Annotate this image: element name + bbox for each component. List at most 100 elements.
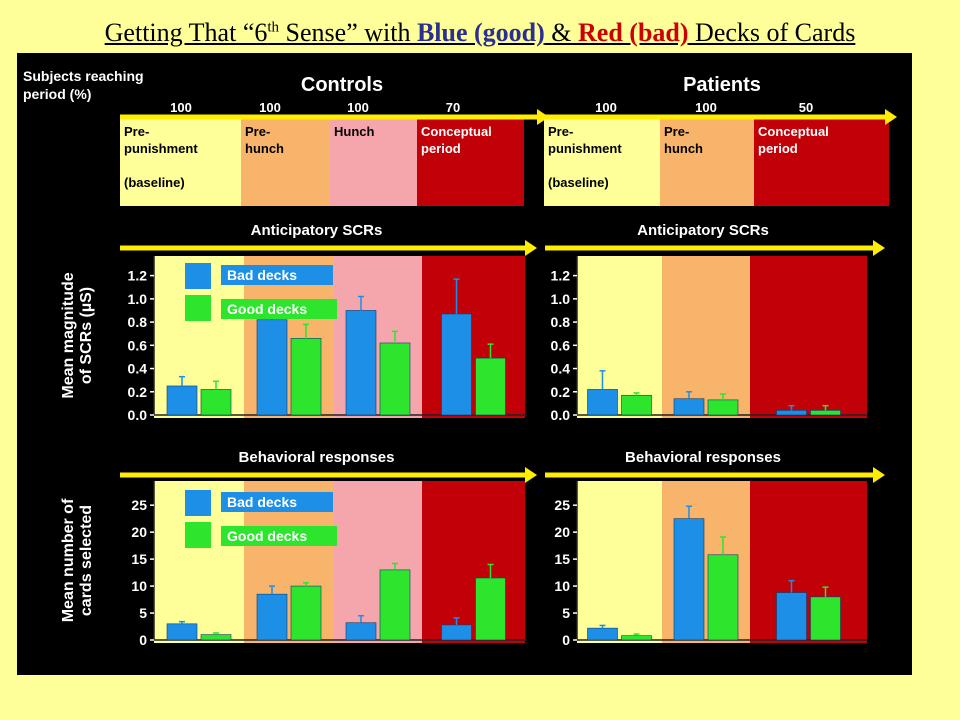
patients-percent-2: 50 <box>799 100 813 115</box>
patients-heading: Patients <box>683 74 761 96</box>
controls-behavior-legend-bad-label: Bad decks <box>227 494 297 510</box>
row-label-line1: Subjects reaching <box>23 68 144 84</box>
patients-percent-0: 100 <box>595 100 617 115</box>
patients-behavior-bar-good-0 <box>621 635 652 641</box>
controls-behavior-title: Behavioral responses <box>239 449 395 466</box>
controls-scr-tick-label-1: 0.2 <box>128 384 148 400</box>
controls-scr-legend-bad-swatch <box>185 263 211 289</box>
patients-scr-bar-good-0 <box>621 394 652 416</box>
patients-period-label-0-3: (baseline) <box>548 175 609 190</box>
patients-behavior-bar-bad-0 <box>587 627 618 641</box>
controls-behavior-legend-bad-swatch <box>185 490 211 516</box>
controls-scr-bar-good-0 <box>200 389 232 416</box>
patients-period-label-1-0: Pre- <box>664 124 689 139</box>
patients-scr-bar-good-2 <box>810 410 841 416</box>
patients-behavior-bar-bad-1 <box>673 518 705 641</box>
patients-scr-tick-label-5: 1.0 <box>551 291 571 307</box>
controls-behavior-bar-good-3 <box>475 577 506 641</box>
controls-scr-bar-bad-0 <box>166 385 198 416</box>
patients-behavior-tick-label-5: 25 <box>554 497 570 513</box>
controls-percent-2: 100 <box>347 100 369 115</box>
patients-behavior-band-0 <box>577 481 662 643</box>
patients-scr-band-1 <box>662 256 750 418</box>
controls-period-label-0-0: Pre- <box>124 124 149 139</box>
patients-scr-band-2 <box>750 256 867 418</box>
patients-period-box-0 <box>544 117 660 206</box>
row-label-line2: period (%) <box>23 86 91 102</box>
controls-behavior-bar-bad-1 <box>256 593 288 641</box>
controls-behavior-bar-good-1 <box>290 585 322 641</box>
controls-scr-bar-good-2 <box>379 342 411 416</box>
controls-behavior-arrow-head <box>525 467 537 483</box>
title-text-2: Sense” with <box>279 18 417 47</box>
controls-percent-3: 70 <box>446 100 460 115</box>
controls-period-box-0 <box>120 117 241 206</box>
controls-behavior-bar-bad-0 <box>166 623 198 641</box>
controls-behavior-tick-label-1: 5 <box>139 605 147 621</box>
patients-period-label-0-1: punishment <box>548 141 622 156</box>
patients-scr-title: Anticipatory SCRs <box>637 222 769 239</box>
controls-behavior-bar-bad-3 <box>441 624 472 641</box>
controls-behavior-ylabel-line2: cards selected <box>78 505 95 616</box>
controls-top-arrow-head <box>537 109 549 125</box>
controls-scr-bar-good-1 <box>290 338 322 416</box>
title-text-3: & <box>544 18 579 47</box>
controls-scr-legend-bad-label: Bad decks <box>227 267 297 283</box>
controls-period-box-3 <box>417 117 524 206</box>
patients-period-box-1 <box>660 117 754 206</box>
patients-scr-tick-label-4: 0.8 <box>551 314 571 330</box>
controls-behavior-legend-good-swatch <box>185 522 211 548</box>
patients-scr-tick-label-6: 1.2 <box>551 268 571 284</box>
patients-behavior-bar-good-2 <box>810 596 841 641</box>
title-blue-good: Blue (good) <box>416 18 545 47</box>
controls-behavior-legend-good-label: Good decks <box>227 528 307 544</box>
controls-behavior-legend-good-box <box>221 526 337 546</box>
controls-behavior-tick-label-4: 20 <box>131 524 147 540</box>
controls-behavior-tick-label-3: 15 <box>131 551 147 567</box>
controls-behavior-tick-label-2: 10 <box>131 578 147 594</box>
controls-scr-tick-label-3: 0.6 <box>128 337 148 353</box>
title-text-4: Decks of Cards <box>688 18 856 47</box>
controls-scr-tick-label-2: 0.4 <box>128 361 148 377</box>
controls-percent-0: 100 <box>170 100 192 115</box>
patients-scr-bar-bad-2 <box>776 410 807 416</box>
patients-scr-bar-good-1 <box>707 399 739 416</box>
controls-period-label-1-1: hunch <box>245 141 284 156</box>
controls-scr-legend-bad-box <box>221 265 333 285</box>
controls-scr-tick-label-6: 1.2 <box>128 268 148 284</box>
title-superscript: th <box>267 19 280 36</box>
patients-behavior-tick-label-0: 0 <box>562 632 570 648</box>
controls-scr-bar-bad-2 <box>345 310 377 416</box>
controls-scr-legend-good-box <box>221 299 337 319</box>
controls-behavior-legend-bad-box <box>221 492 333 512</box>
patients-scr-bar-bad-0 <box>587 389 618 416</box>
controls-behavior-ylabel-line1: Mean number of <box>60 498 77 622</box>
patients-percent-1: 100 <box>695 100 717 115</box>
patients-scr-arrow-head <box>873 240 885 256</box>
patients-behavior-band-2 <box>750 481 867 643</box>
patients-period-label-2-0: Conceptual <box>758 124 829 139</box>
controls-period-label-3-0: Conceptual <box>421 124 492 139</box>
patients-behavior-tick-label-4: 20 <box>554 524 570 540</box>
controls-scr-bar-good-3 <box>475 357 506 416</box>
controls-period-label-3-1: period <box>421 141 461 156</box>
controls-period-label-1-0: Pre- <box>245 124 270 139</box>
patients-top-arrow-head <box>885 109 897 125</box>
patients-scr-bar-bad-1 <box>673 398 705 416</box>
patients-behavior-title: Behavioral responses <box>625 449 781 466</box>
controls-scr-tick-label-4: 0.8 <box>128 314 148 330</box>
controls-scr-title: Anticipatory SCRs <box>251 222 383 239</box>
controls-scr-bar-bad-3 <box>441 313 472 416</box>
patients-period-label-2-1: period <box>758 141 798 156</box>
controls-period-box-2 <box>330 117 417 206</box>
patients-behavior-tick-label-3: 15 <box>554 551 570 567</box>
patients-scr-tick-label-1: 0.2 <box>551 384 571 400</box>
patients-behavior-arrow-head <box>873 467 885 483</box>
title-red-bad: Red (bad) <box>578 18 689 47</box>
patients-period-label-0-0: Pre- <box>548 124 573 139</box>
controls-scr-bar-bad-1 <box>256 319 288 416</box>
controls-scr-tick-label-0: 0.0 <box>128 407 148 423</box>
